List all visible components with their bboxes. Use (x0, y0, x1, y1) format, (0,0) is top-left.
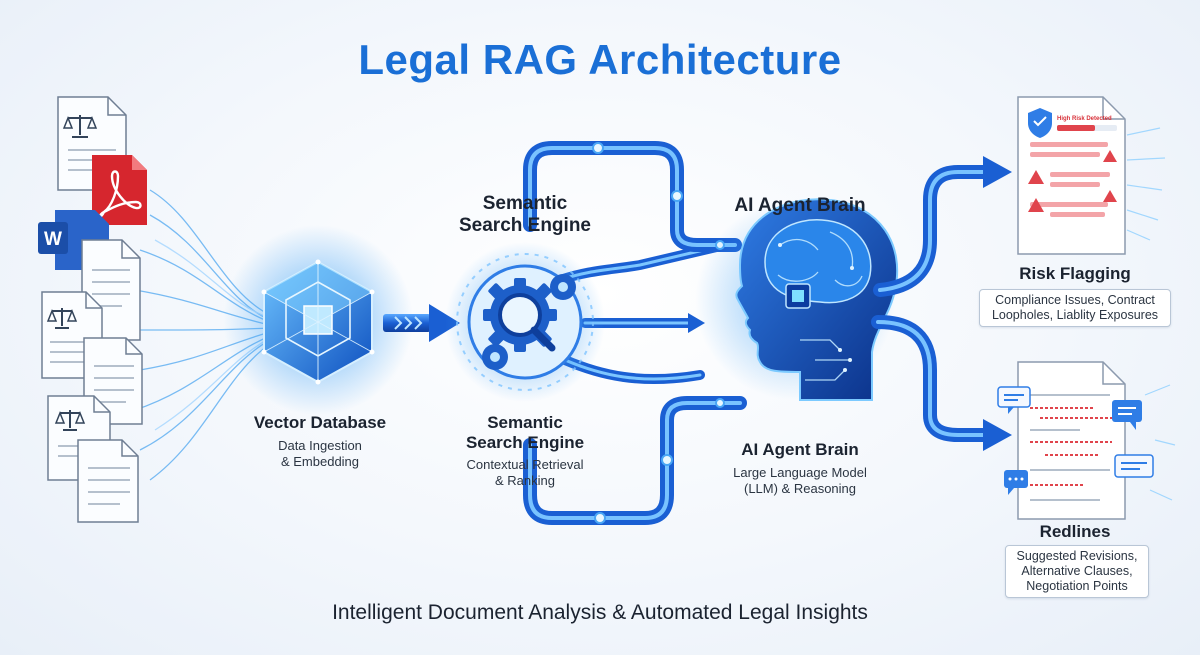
flow-arrow (383, 304, 460, 342)
semantic-search-top-title: Semantic Search Engine (440, 193, 610, 237)
semantic-search-desc-line1: Contextual Retrieval (466, 457, 584, 472)
comment-bubble-icon (1004, 470, 1028, 495)
ai-brain-label: AI Agent Brain Large Language Model (LLM… (710, 440, 890, 497)
page-title: Legal RAG Architecture (358, 36, 842, 83)
vector-db-label: Vector Database Data Ingestion & Embeddi… (235, 413, 405, 470)
vector-db-desc-line2: & Embedding (280, 454, 360, 469)
semantic-search-title-line1: Semantic (487, 413, 563, 432)
pdf-icon (92, 155, 147, 225)
risk-flagging-line2: Loopholes, Liablity Exposures (991, 308, 1159, 322)
pipe-nodes (592, 142, 725, 524)
semantic-search-gear-icon (445, 242, 605, 402)
risk-flagging-line1: Compliance Issues, Contract (995, 293, 1155, 307)
semantic-search-title-line2: Search Engine (465, 433, 585, 452)
comment-bubble-icon (1112, 400, 1142, 430)
svg-text:W: W (44, 229, 62, 250)
document-icon (77, 439, 139, 523)
redlines-title: Redlines (1039, 522, 1111, 541)
ai-brain-head-icon (695, 198, 899, 401)
comment-bubble-icon (1114, 454, 1154, 478)
redlines-line2: Alternative Clauses, (1021, 564, 1133, 578)
ai-brain-desc-line1: Large Language Model (733, 465, 867, 480)
risk-flagging-box: Compliance Issues, Contract Loopholes, L… (979, 289, 1171, 327)
semantic-search-top-title-line1: Semantic (482, 193, 568, 214)
vector-db-desc-line1: Data Ingestion (278, 438, 362, 453)
ai-brain-top-title: AI Agent Brain (734, 195, 866, 216)
redlines-box: Suggested Revisions, Alternative Clauses… (1005, 545, 1149, 598)
semantic-search-label: Semantic Search Engine Contextual Retrie… (440, 413, 610, 489)
ai-brain-title: AI Agent Brain (741, 440, 859, 459)
risk-report-document-icon: High Risk Detected (1017, 96, 1166, 255)
risk-flagging-title: Risk Flagging (1019, 264, 1131, 283)
risk-badge: High Risk Detected (1057, 116, 1112, 122)
brain-to-output-pipes (871, 156, 1012, 451)
ai-brain-desc-line2: (LLM) & Reasoning (744, 481, 856, 496)
vector-database-cube-icon (223, 225, 413, 415)
vector-db-title: Vector Database (253, 413, 387, 432)
search-to-brain-pipes (523, 141, 747, 525)
footer-caption: Intelligent Document Analysis & Automate… (332, 601, 868, 624)
comment-bubble-icon (997, 386, 1031, 414)
input-documents: W (38, 96, 147, 523)
redlines-line3: Negotiation Points (1026, 579, 1128, 593)
semantic-search-desc-line2: & Ranking (495, 473, 555, 488)
redlines-line1: Suggested Revisions, (1016, 549, 1138, 563)
redlines-document-icon (997, 361, 1176, 520)
semantic-search-top-title-line2: Search Engine (459, 215, 591, 236)
